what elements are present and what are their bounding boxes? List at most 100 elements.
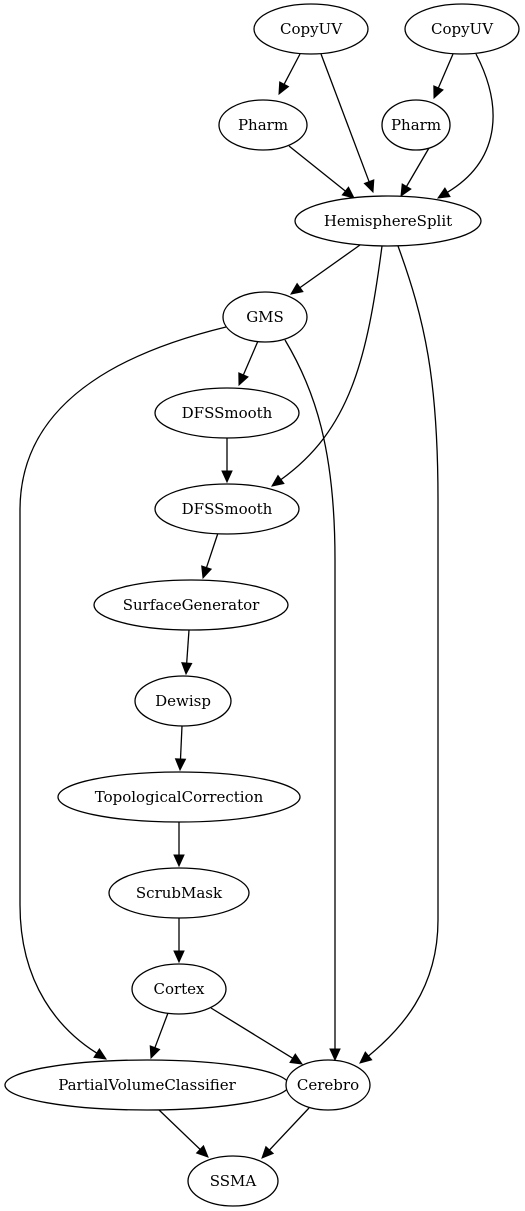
node-ellipse bbox=[294, 195, 482, 247]
node-copyuv-a: CopyUV bbox=[253, 3, 369, 55]
edge-cortex-to-cerebro bbox=[210, 1007, 304, 1065]
edge-line bbox=[437, 53, 454, 89]
node-ellipse bbox=[131, 963, 227, 1015]
arrowhead-icon bbox=[436, 187, 451, 199]
node-ellipse bbox=[218, 99, 308, 151]
arrowhead-icon bbox=[290, 282, 304, 295]
edge-line bbox=[210, 1007, 293, 1059]
arrowhead-icon bbox=[289, 1053, 304, 1065]
node-label: DFSSmooth bbox=[182, 404, 273, 422]
edge-copyuv_b-to-pharm_b bbox=[433, 53, 454, 100]
nodes-layer: CopyUV CopyUV Pharm PharmHemisphereSplitGMS… bbox=[4, 3, 520, 1207]
node-scrub-mask: ScrubMask bbox=[108, 867, 250, 919]
edge-scrub_mask-to-cortex bbox=[173, 918, 185, 964]
arrowhead-icon bbox=[181, 662, 193, 676]
edge-dewisp-to-topological_correction bbox=[174, 725, 187, 772]
arrowhead-icon bbox=[271, 474, 285, 487]
node-ellipse bbox=[108, 867, 250, 919]
node-partial-volume-classifier: PartialVolumeClassifier bbox=[4, 1059, 290, 1111]
node-ellipse bbox=[154, 387, 300, 439]
edge-topological_correction-to-scrub_mask bbox=[173, 822, 185, 868]
node-ellipse bbox=[134, 675, 232, 727]
node-topological-correction: TopologicalCorrection bbox=[57, 771, 301, 823]
edge-cortex-to-partial_volume_classifier bbox=[149, 1012, 169, 1060]
node-ellipse bbox=[381, 99, 451, 151]
arrowhead-icon bbox=[174, 758, 187, 772]
node-pharm-b: Pharm bbox=[381, 99, 451, 151]
node-surface-generator: SurfaceGenerator bbox=[93, 579, 289, 631]
node-ellipse bbox=[253, 3, 369, 55]
arrowhead-icon bbox=[363, 179, 375, 194]
arrowhead-icon bbox=[400, 183, 412, 198]
edge-line bbox=[186, 629, 190, 664]
node-ellipse bbox=[404, 3, 520, 55]
edges-layer bbox=[19, 53, 494, 1159]
edge-gms-to-cerebro bbox=[284, 339, 341, 1062]
edge-gms-to-partial_volume_classifier bbox=[19, 326, 227, 1060]
node-gms: GMS bbox=[222, 291, 308, 343]
edge-copyuv_a-to-pharm_a bbox=[278, 53, 301, 96]
edge-gms-to-dfssmooth_a bbox=[238, 340, 259, 387]
node-ssma: SSMA bbox=[187, 1155, 279, 1207]
edge-line bbox=[368, 245, 439, 1057]
arrowhead-icon bbox=[173, 854, 185, 868]
edge-pharm_a-to-hemisphere_split bbox=[288, 145, 355, 199]
node-label: Cortex bbox=[153, 980, 205, 998]
edge-line bbox=[19, 326, 227, 1054]
edge-line bbox=[269, 1107, 310, 1151]
edge-line bbox=[280, 245, 383, 481]
node-label: HemisphereSplit bbox=[324, 212, 452, 230]
node-label: Dewisp bbox=[155, 692, 211, 710]
arrowhead-icon bbox=[195, 1144, 209, 1158]
arrowhead-icon bbox=[173, 950, 185, 964]
node-ellipse bbox=[187, 1155, 279, 1207]
node-ellipse bbox=[285, 1059, 371, 1111]
arrowhead-icon bbox=[238, 372, 249, 387]
edge-hemisphere_split-to-cerebro bbox=[359, 245, 439, 1064]
edge-line bbox=[405, 147, 430, 187]
arrowhead-icon bbox=[329, 1048, 341, 1062]
edge-hemisphere_split-to-gms bbox=[290, 244, 361, 295]
node-ellipse bbox=[222, 291, 308, 343]
arrowhead-icon bbox=[433, 85, 444, 100]
edge-line bbox=[205, 532, 219, 568]
edge-copyuv_a-to-hemisphere_split bbox=[320, 53, 375, 194]
node-label: GMS bbox=[246, 308, 284, 326]
node-ellipse bbox=[57, 771, 301, 823]
node-copyuv-b: CopyUV bbox=[404, 3, 520, 55]
edge-line bbox=[320, 53, 370, 182]
node-ellipse bbox=[154, 483, 300, 535]
node-dfssmooth-b: DFSSmooth bbox=[154, 483, 300, 535]
arrowhead-icon bbox=[341, 186, 355, 199]
node-dewisp: Dewisp bbox=[134, 675, 232, 727]
arrowhead-icon bbox=[93, 1047, 108, 1060]
edge-cerebro-to-ssma bbox=[261, 1107, 310, 1159]
edge-surface_generator-to-dewisp bbox=[181, 629, 193, 676]
arrowhead-icon bbox=[278, 81, 290, 96]
node-label: SurfaceGenerator bbox=[123, 596, 260, 614]
edge-line bbox=[242, 340, 259, 376]
edge-line bbox=[447, 53, 494, 193]
node-label: Cerebro bbox=[297, 1076, 359, 1094]
arrowhead-icon bbox=[359, 1051, 373, 1064]
node-label: DFSSmooth bbox=[182, 500, 273, 518]
node-label: CopyUV bbox=[280, 20, 343, 38]
edge-line bbox=[283, 53, 301, 85]
edge-line bbox=[154, 1012, 169, 1048]
node-hemisphere-split: HemisphereSplit bbox=[294, 195, 482, 247]
edge-line bbox=[284, 339, 336, 1049]
node-label: SSMA bbox=[210, 1172, 257, 1190]
node-ellipse bbox=[93, 579, 289, 631]
node-pharm-a: Pharm bbox=[218, 99, 308, 151]
edge-line bbox=[179, 725, 183, 760]
node-cortex: Cortex bbox=[131, 963, 227, 1015]
edge-line bbox=[288, 145, 346, 192]
node-label: Pharm bbox=[238, 116, 288, 134]
arrowhead-icon bbox=[201, 565, 213, 580]
arrowhead-icon bbox=[221, 470, 233, 484]
edge-hemisphere_split-to-dfssmooth_b bbox=[271, 245, 383, 487]
edge-line bbox=[157, 1108, 201, 1150]
node-cerebro: Cerebro bbox=[285, 1059, 371, 1111]
node-label: PartialVolumeClassifier bbox=[58, 1076, 236, 1094]
